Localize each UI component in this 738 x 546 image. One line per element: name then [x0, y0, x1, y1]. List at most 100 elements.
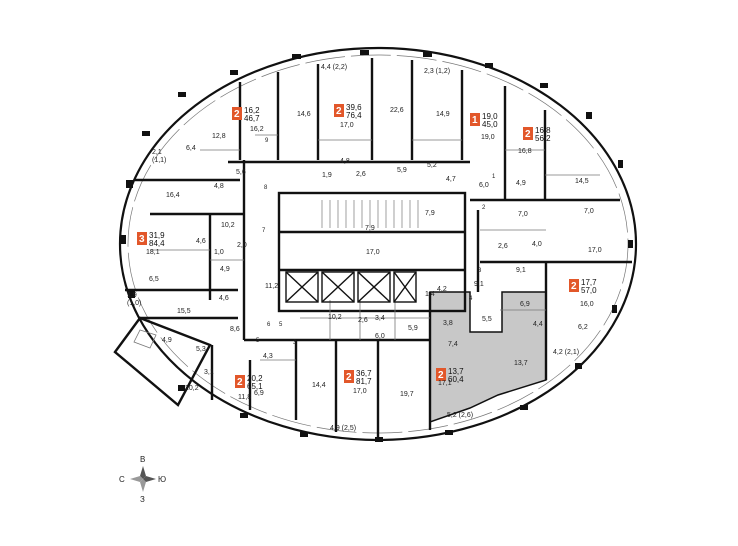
room-area-label: 4,7 [446, 176, 456, 183]
room-area-label: 4,6 [219, 295, 229, 302]
apartment-rooms-count: 2 [336, 106, 342, 117]
room-area-label: 6,9 [520, 301, 530, 308]
room-area-label: 17,0 [340, 122, 354, 129]
room-area-label: 4,9 (2,5) [330, 425, 356, 432]
room-area-label: 14,5 [575, 178, 589, 185]
room-area-label: 3,4 [375, 315, 385, 322]
compass-needle-east [143, 476, 156, 482]
room-area-label: 9,1 [474, 281, 484, 288]
apartment-rooms-badge [569, 279, 579, 292]
room-labels: 4,4 (2,2) 2,3 (1,2) 12,8 16,2 1 4,6 17,0 2 2,6 14… [127, 64, 602, 432]
room-area-label: 16,2 [250, 126, 264, 133]
apartment-living-area: 19,0 [482, 112, 498, 121]
room-area-label: 7,0 [584, 208, 594, 215]
apartment-rooms-count: 1 [472, 115, 478, 126]
stair-number: 7 [262, 228, 266, 234]
apartment-rooms-badge [235, 375, 245, 388]
interior-walls [125, 58, 632, 438]
apartment-total-area: 81,7 [356, 377, 372, 386]
apartment-living-area: 20,2 [247, 374, 263, 383]
apartment-total-area: 45,0 [482, 120, 498, 129]
stair-number: 5 [279, 322, 283, 328]
compass-east-label: Ю [158, 475, 166, 484]
room-area-label: 6,4 [186, 145, 196, 152]
room-area-label: 5,2 (2,6) [447, 412, 473, 419]
apartment-badge-a2[interactable]: 2 39,676,4 [334, 103, 362, 120]
stair-number: 8 [264, 185, 268, 191]
stair-number: 3 [293, 340, 297, 346]
room-area-label: 3,1 [204, 369, 214, 376]
room-area-label: 2,6 [356, 171, 366, 178]
room-area-label: 12,8 [212, 133, 226, 140]
room-area-label: 5,9 [408, 325, 418, 332]
apartment-rooms-badge [334, 104, 344, 117]
room-area-label: 19,0 [481, 134, 495, 141]
apartment-rooms-count: 2 [234, 109, 240, 120]
compass-north-label: В [140, 455, 145, 464]
room-area-label: 4,9 [162, 337, 172, 344]
compass-needle-west [130, 476, 143, 482]
room-area-label: 5,3 [196, 346, 206, 353]
room-area-label: 16,0 [580, 301, 594, 308]
apartment-total-area: 60,4 [448, 375, 464, 384]
room-area-label: 5,2 [427, 162, 437, 169]
room-area-label: 13,7 [514, 360, 528, 367]
room-area-label: 1,0 [214, 249, 224, 256]
compass-west-label: С [119, 475, 125, 484]
room-area-label: 4,4 [533, 321, 543, 328]
room-area-label: 4,8 [340, 158, 350, 165]
stair-hatching [321, 200, 419, 228]
apartment-rooms-count: 2 [571, 281, 577, 292]
room-area-label: 14,4 [312, 382, 326, 389]
apartment-total-area: 76,4 [346, 111, 362, 120]
apartment-rooms-count: 2 [346, 372, 352, 383]
elevator-shafts [285, 271, 417, 303]
apartment-badge-a3[interactable]: 1 19,045,0 [470, 112, 498, 129]
room-area-label: 4,6 [196, 238, 206, 245]
apartment-living-area: 16,8 [535, 126, 551, 135]
room-area-label: 4,2 (2,1) [553, 349, 579, 356]
room-area-label: 7,4 [448, 341, 458, 348]
room-area-label: 5,9 [397, 167, 407, 174]
stair-number: 6 [267, 322, 271, 328]
stair-number: 4 [469, 296, 473, 302]
room-area-label: 9,1 [516, 267, 526, 274]
stair-number: 3 [478, 268, 482, 274]
apartment-living-area: 39,6 [346, 103, 362, 112]
room-area-label: 14,9 [436, 111, 450, 118]
apartment-rooms-badge [232, 107, 242, 120]
room-area-label: 15,5 [177, 308, 191, 315]
apartment-total-area: 56,2 [535, 134, 551, 143]
apartment-total-area: 65,1 [247, 382, 263, 391]
room-area-label: 1,9 [322, 172, 332, 179]
room-area-label: 5,5 [482, 316, 492, 323]
room-area-label: 17,0 [366, 249, 380, 256]
room-area-label: 6,0 [479, 182, 489, 189]
room-area-label: 4,9 [516, 180, 526, 187]
room-area-label: 2,6 [498, 243, 508, 250]
apartment-rooms-badge [436, 368, 446, 381]
room-area-label: 2,0 [237, 242, 247, 249]
apartment-rooms-badge [523, 127, 533, 140]
compass-needle-south [140, 479, 146, 492]
room-area-label: 10,2 [221, 222, 235, 229]
apartment-total-area: 57,0 [581, 286, 597, 295]
apartment-rooms-badge [137, 232, 147, 245]
stair-number: 2 [482, 205, 486, 211]
apartment-living-area: 16,2 [244, 106, 260, 115]
room-area-label: 4,4 (2,2) [321, 64, 347, 71]
room-area-label: 2,3 (1,2) [424, 68, 450, 75]
room-area-label: 4,0 [532, 241, 542, 248]
room-area-label: 7,9 [425, 210, 435, 217]
apartment-living-area: 13,7 [448, 367, 464, 376]
apartment-rooms-badge [470, 113, 480, 126]
